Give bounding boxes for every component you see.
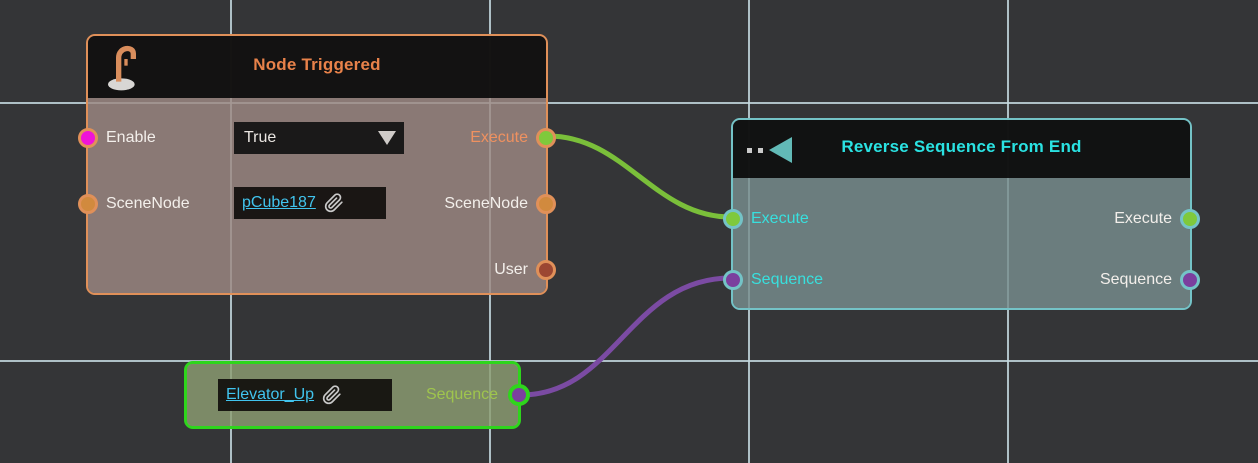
scenenode-in-label: SceneNode: [106, 195, 190, 212]
reverse-sequence-body: [733, 120, 1190, 308]
grid-line-horizontal: [0, 360, 1258, 362]
paperclip-icon[interactable]: [324, 193, 344, 213]
port-sequence-output[interactable]: [1180, 270, 1200, 290]
execute-in-label: Execute: [751, 210, 809, 227]
port-scenenode-input[interactable]: [78, 194, 98, 214]
scenenode-out-label: SceneNode: [444, 195, 528, 212]
port-sequence-output[interactable]: [508, 384, 530, 406]
icon-left-triangle: [769, 137, 792, 163]
port-enable-input[interactable]: [78, 128, 98, 148]
node-title: Reverse Sequence From End: [841, 137, 1082, 156]
node-title: Node Triggered: [253, 55, 381, 74]
port-execute-input[interactable]: [723, 209, 743, 229]
paperclip-icon[interactable]: [322, 385, 342, 405]
wire-execute-connection[interactable]: [545, 133, 734, 220]
lever-trigger-icon: [108, 45, 136, 91]
enable-dropdown-value: True: [244, 129, 277, 146]
sequence-clip-node[interactable]: Elevator_Up Sequence: [184, 361, 530, 429]
port-execute-output[interactable]: [1180, 209, 1200, 229]
port-execute-output[interactable]: [536, 128, 556, 148]
sequence-value-link[interactable]: Elevator_Up: [226, 386, 315, 403]
scenenode-valuebox[interactable]: pCube187: [234, 187, 386, 219]
port-user-output[interactable]: [536, 260, 556, 280]
node-triggered-header[interactable]: [88, 36, 546, 98]
icon-dot: [758, 147, 763, 153]
user-out-label: User: [494, 261, 528, 278]
grid-line-horizontal: [0, 102, 1258, 104]
node-triggered-body: [88, 36, 546, 293]
rewind-triangle-icon: [747, 137, 792, 163]
sequence-out-label: Sequence: [1099, 271, 1172, 288]
dropdown-arrow-icon: [378, 131, 396, 145]
wire-sequence-connection[interactable]: [518, 275, 734, 398]
reverse-sequence-node[interactable]: Reverse Sequence From End Execute Execut…: [723, 118, 1200, 310]
sequence-out-label: Sequence: [425, 386, 498, 403]
port-sequence-input[interactable]: [723, 270, 743, 290]
port-scenenode-output[interactable]: [536, 194, 556, 214]
enable-label: Enable: [106, 129, 156, 146]
enable-dropdown[interactable]: True: [234, 122, 404, 154]
reverse-sequence-header[interactable]: [733, 120, 1190, 178]
sequence-valuebox[interactable]: Elevator_Up: [218, 379, 392, 411]
scenenode-value-link[interactable]: pCube187: [242, 194, 316, 211]
node-triggered-node[interactable]: Node Triggered Enable True Execute Scene…: [78, 34, 556, 295]
execute-out-label: Execute: [1114, 210, 1172, 227]
execute-out-label: Execute: [470, 129, 528, 146]
sequence-in-label: Sequence: [751, 271, 824, 288]
icon-dot: [747, 147, 752, 153]
